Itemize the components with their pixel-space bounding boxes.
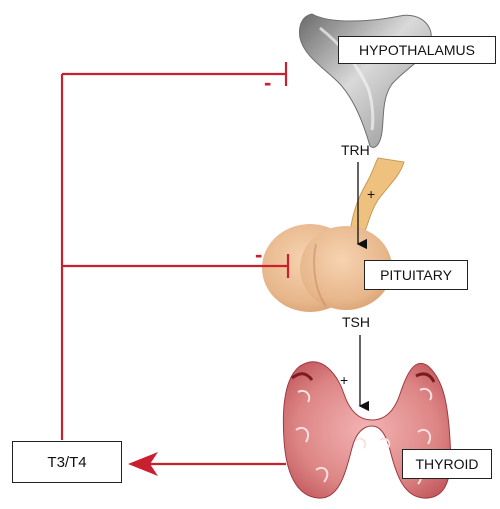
tsh-plus-sign: + — [340, 372, 348, 388]
hormone-box: T3/T4 — [12, 441, 122, 483]
hypothalamus-illustration — [300, 14, 432, 147]
thyroid-box: THYROID — [402, 449, 492, 479]
hypothalamus-minus-sign: - — [264, 72, 271, 94]
tsh-label: TSH — [342, 314, 370, 330]
pituitary-box: PITUITARY — [364, 260, 468, 290]
trh-label: TRH — [341, 142, 370, 158]
pituitary-minus-sign: - — [255, 244, 262, 266]
trh-plus-sign: + — [367, 186, 375, 202]
hypothalamus-box: HYPOTHALAMUS — [338, 36, 496, 64]
